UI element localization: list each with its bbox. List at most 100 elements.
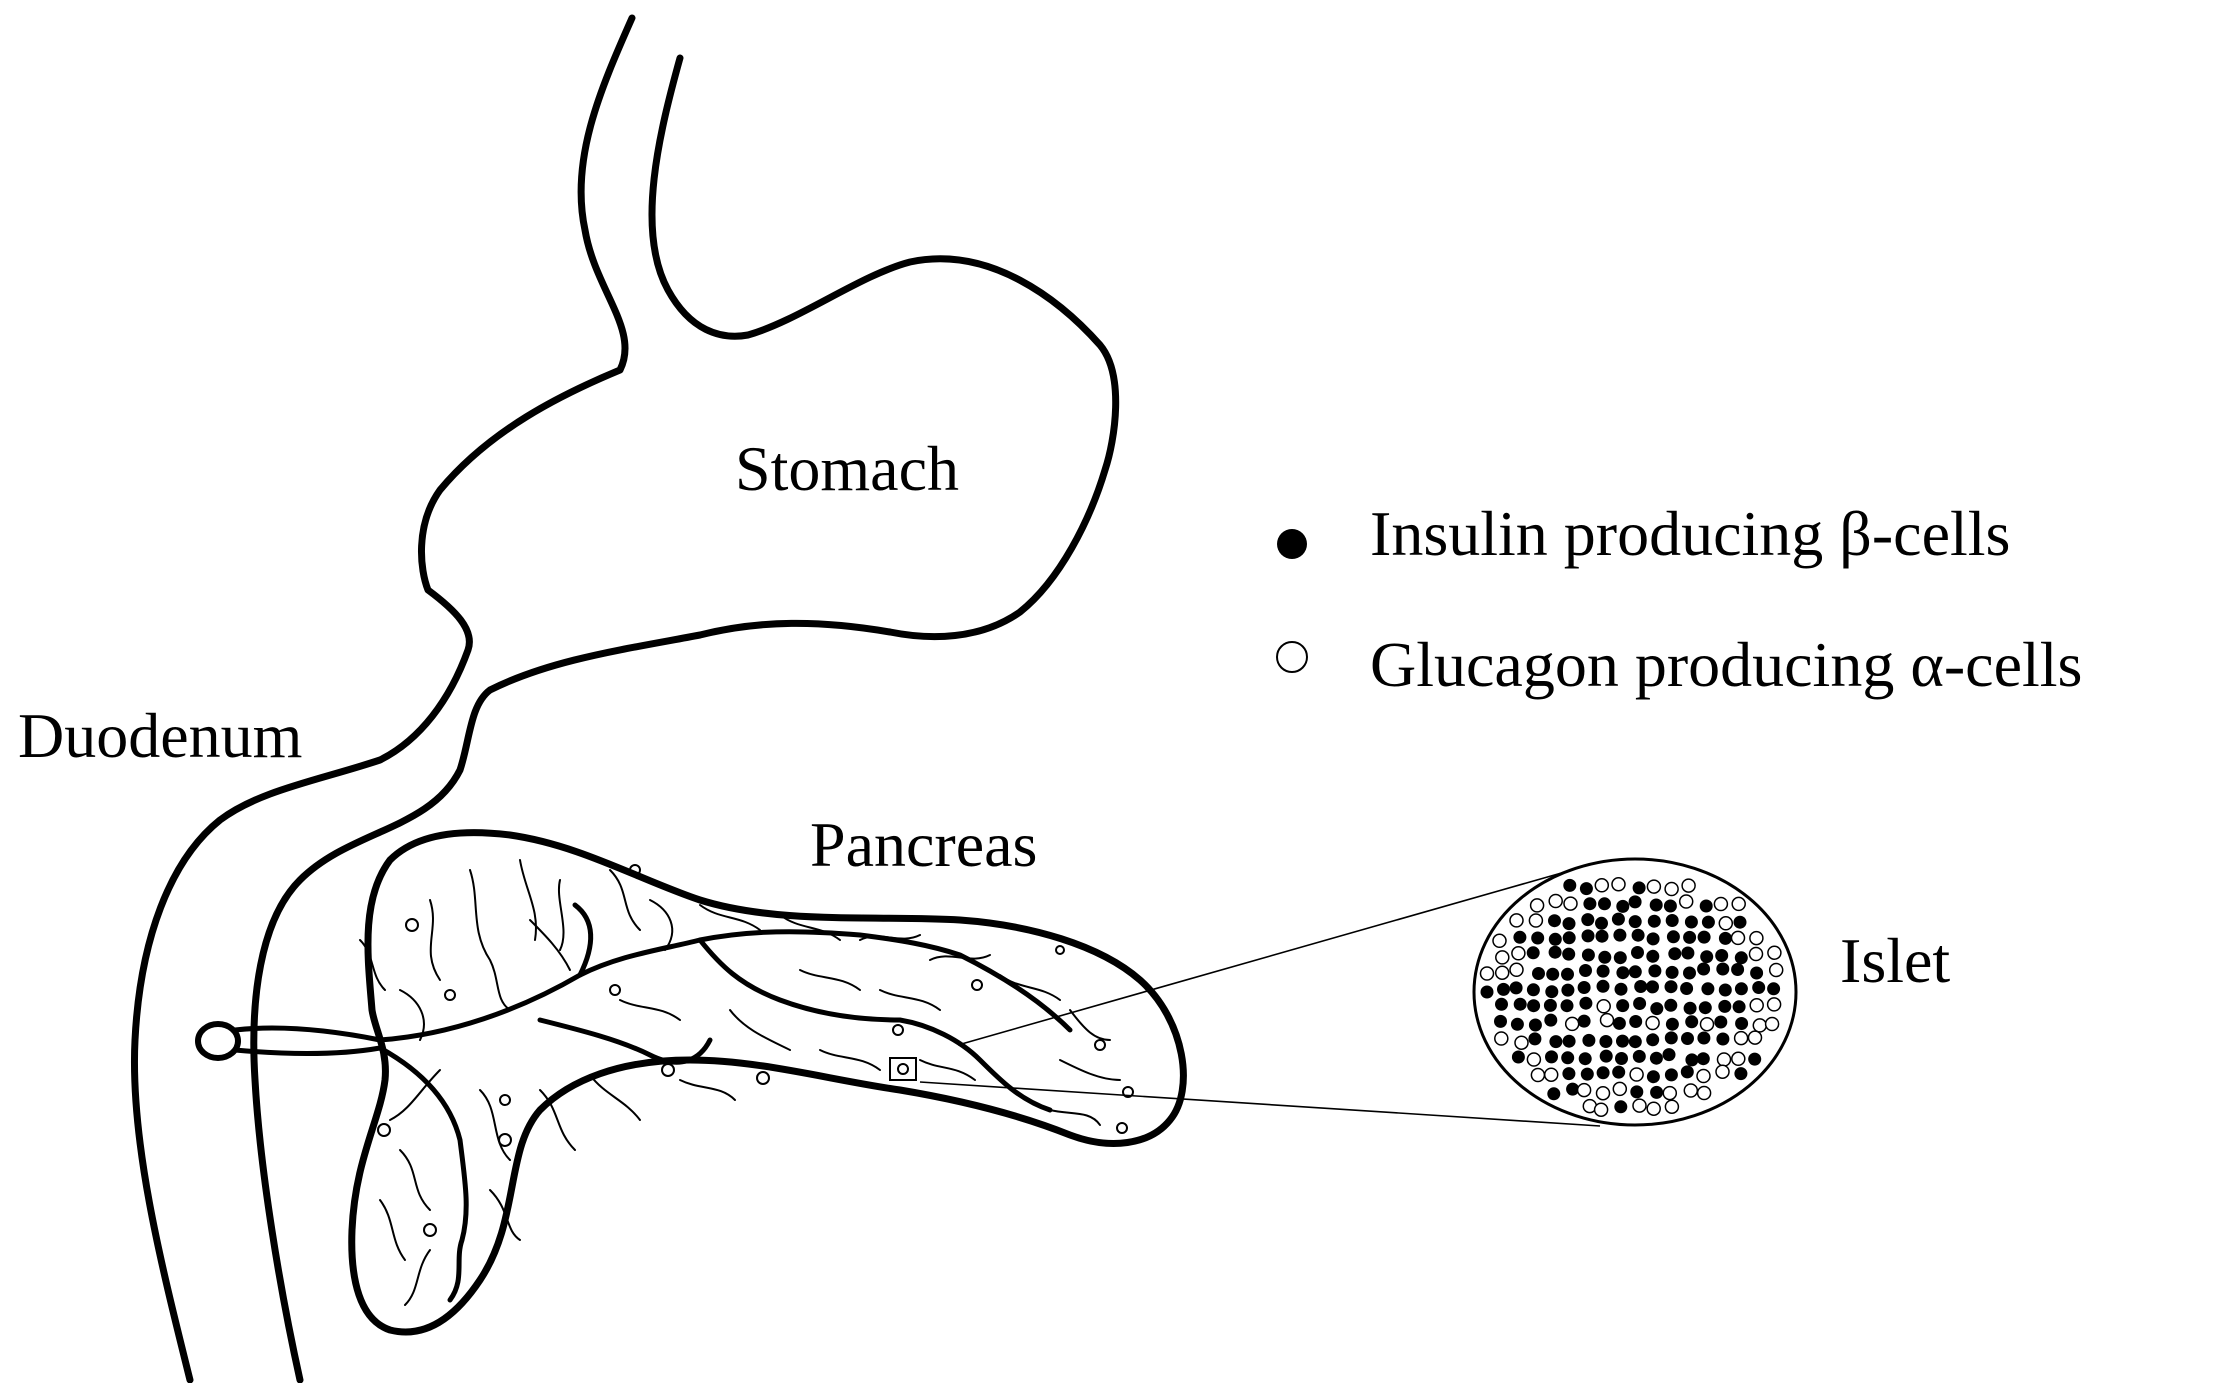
- beta-cell: [1510, 981, 1523, 994]
- beta-cell: [1646, 950, 1659, 963]
- alpha-cell: [1665, 1100, 1678, 1113]
- alpha-cell: [1630, 1068, 1643, 1081]
- beta-cell: [1629, 1035, 1642, 1048]
- beta-cell: [1647, 932, 1660, 945]
- beta-cell: [1582, 949, 1595, 962]
- beta-cell: [1719, 984, 1732, 997]
- beta-cell: [1513, 931, 1526, 944]
- beta-cell: [1683, 931, 1696, 944]
- beta-cell: [1685, 916, 1698, 929]
- beta-cell: [1733, 1000, 1746, 1013]
- alpha-cell: [1732, 1052, 1745, 1065]
- beta-cell: [1578, 1015, 1591, 1028]
- beta-cell: [1650, 1052, 1663, 1065]
- beta-cell: [1531, 932, 1544, 945]
- beta-cell: [1545, 985, 1558, 998]
- beta-cell: [1562, 1067, 1575, 1080]
- duct-branch-a: [575, 905, 591, 975]
- alpha-cell: [1732, 931, 1745, 944]
- alpha-cell: [1684, 1084, 1697, 1097]
- beta-cell: [1699, 1001, 1712, 1014]
- alpha-cell: [1481, 967, 1494, 980]
- beta-cell: [1681, 947, 1694, 960]
- beta-cell: [1597, 1066, 1610, 1079]
- beta-cell: [1494, 1015, 1507, 1028]
- alpha-cell: [1768, 946, 1781, 959]
- beta-cell: [1697, 1032, 1710, 1045]
- beta-cell: [1583, 897, 1596, 910]
- beta-cell: [1684, 1002, 1697, 1015]
- main-duct: [235, 932, 1070, 1040]
- beta-cell: [1544, 1014, 1557, 1027]
- beta-cell: [1650, 899, 1663, 912]
- alpha-cell: [1510, 963, 1523, 976]
- stomach-outline-outer: [134, 18, 632, 1380]
- alpha-cell: [1735, 1032, 1748, 1045]
- beta-cell: [1646, 980, 1659, 993]
- beta-cell: [1563, 931, 1576, 944]
- alpha-cell: [1697, 1070, 1710, 1083]
- beta-cell: [1581, 913, 1594, 926]
- stomach-outline-inner: [254, 58, 1116, 1380]
- beta-cell: [1665, 1068, 1678, 1081]
- beta-cell-legend-marker: [1277, 529, 1307, 559]
- beta-cell: [1752, 981, 1765, 994]
- beta-cell: [1614, 1100, 1627, 1113]
- pancreas-label: Pancreas: [810, 809, 1037, 880]
- beta-cell: [1579, 997, 1592, 1010]
- legend-alpha-suffix: -cells: [1944, 629, 2083, 700]
- beta-cell: [1612, 913, 1625, 926]
- beta-cell: [1616, 966, 1629, 979]
- beta-cell: [1630, 1085, 1643, 1098]
- beta-cell: [1664, 999, 1677, 1012]
- beta-cell: [1544, 999, 1557, 1012]
- beta-cell: [1665, 980, 1678, 993]
- beta-cell: [1549, 946, 1562, 959]
- alpha-cell: [1527, 1053, 1540, 1066]
- alpha-cell: [1515, 1036, 1528, 1049]
- beta-cell: [1648, 964, 1661, 977]
- alpha-cell: [1613, 1082, 1626, 1095]
- beta-cell: [1527, 946, 1540, 959]
- alpha-cell: [1768, 998, 1781, 1011]
- beta-cell: [1497, 983, 1510, 996]
- alpha-cell: [1549, 895, 1562, 908]
- beta-cell: [1598, 897, 1611, 910]
- beta-cell: [1527, 999, 1540, 1012]
- beta-cell: [1582, 1034, 1595, 1047]
- beta-cell: [1528, 1032, 1541, 1045]
- alpha-cell: [1595, 1103, 1608, 1116]
- beta-cell: [1548, 914, 1561, 927]
- beta-cell: [1663, 1048, 1676, 1061]
- beta-cell: [1697, 963, 1710, 976]
- alpha-cell: [1770, 964, 1783, 977]
- beta-cell: [1700, 900, 1713, 913]
- beta-cell: [1716, 1033, 1729, 1046]
- alpha-cell: [1510, 914, 1523, 927]
- beta-cell: [1665, 1031, 1678, 1044]
- duct-branch-c: [540, 1020, 710, 1062]
- beta-cell: [1612, 1066, 1625, 1079]
- alpha-cell: [1633, 1099, 1646, 1112]
- alpha-cell: [1595, 879, 1608, 892]
- beta-cell: [1668, 947, 1681, 960]
- beta-cell: [1615, 1052, 1628, 1065]
- beta-cell: [1731, 963, 1744, 976]
- beta-cell: [1767, 982, 1780, 995]
- alpha-cell: [1531, 1069, 1544, 1082]
- alpha-cell: [1531, 899, 1544, 912]
- alpha-cell: [1512, 947, 1525, 960]
- beta-cell: [1579, 964, 1592, 977]
- beta-cell: [1714, 1016, 1727, 1029]
- duct-opening: [198, 1024, 238, 1058]
- beta-cell: [1561, 968, 1574, 981]
- beta-cell: [1563, 917, 1576, 930]
- alpha-cell: [1578, 1084, 1591, 1097]
- islet-label: Islet: [1840, 925, 1950, 996]
- beta-cell: [1632, 929, 1645, 942]
- pancreas-islets: [378, 865, 1133, 1236]
- beta-cell: [1529, 1019, 1542, 1032]
- beta-cell: [1561, 1051, 1574, 1064]
